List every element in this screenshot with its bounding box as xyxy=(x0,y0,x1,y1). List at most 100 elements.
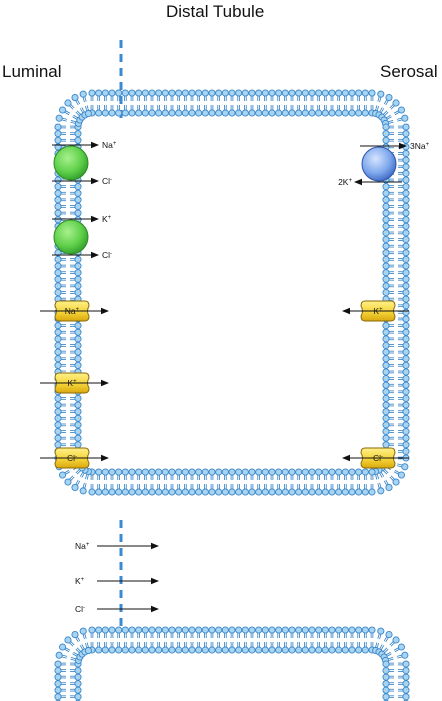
lipid-head xyxy=(188,626,196,634)
lipid-head xyxy=(402,673,410,681)
lipid-tail xyxy=(379,107,383,113)
lipid-tail xyxy=(61,119,67,122)
lipid-head xyxy=(208,468,216,476)
lipid-head xyxy=(335,109,343,117)
lipid-head xyxy=(382,249,390,257)
lipid-head xyxy=(348,89,356,97)
lipid-tail xyxy=(82,97,85,103)
lipid-head xyxy=(175,89,183,97)
na-k-pump xyxy=(361,146,397,182)
lipid-head xyxy=(74,209,82,217)
lipid-tail xyxy=(86,474,89,480)
lipid-head xyxy=(308,89,316,97)
lipid-head xyxy=(128,626,136,634)
lipid-head xyxy=(281,646,289,654)
lipid-head xyxy=(201,646,209,654)
lipid-head xyxy=(54,209,62,217)
lipid-head xyxy=(235,109,243,117)
lipid-head xyxy=(315,488,323,496)
lipid-head xyxy=(64,636,72,644)
lipid-head xyxy=(74,394,82,402)
lipid-tail xyxy=(380,108,385,113)
lipid-head xyxy=(74,408,82,416)
lipid-head xyxy=(248,109,256,117)
lipid-head xyxy=(248,89,256,97)
lipid-head xyxy=(235,626,243,634)
lipid-head xyxy=(321,646,329,654)
lipid-tail xyxy=(64,111,70,116)
lipid-head xyxy=(54,341,62,350)
lipid-tail xyxy=(386,653,392,657)
lipid-head xyxy=(255,646,263,654)
lipid-tail xyxy=(86,105,89,111)
lipid-tail xyxy=(70,104,75,109)
lipid-head xyxy=(382,368,390,376)
lipid-head xyxy=(54,666,62,675)
lipid-head xyxy=(288,89,296,97)
lipid-head xyxy=(382,202,390,210)
lipid-head xyxy=(241,468,249,476)
lipid-tail xyxy=(84,483,87,489)
lipid-tail xyxy=(70,120,76,123)
lipid-head xyxy=(54,255,62,263)
lipid-head xyxy=(74,282,82,290)
lipid-head xyxy=(402,427,410,436)
lipid-head xyxy=(74,288,82,297)
lipid-head xyxy=(382,262,390,270)
lipid-head xyxy=(54,216,62,224)
lipid-tail xyxy=(82,482,85,488)
lipid-head xyxy=(288,626,296,634)
lipid-head xyxy=(79,90,87,98)
lipid-head xyxy=(377,90,385,98)
lipid-head xyxy=(215,89,223,97)
lipid-head xyxy=(168,468,176,476)
lipid-head xyxy=(208,109,216,117)
lipid-head xyxy=(355,488,363,496)
lipid-head xyxy=(402,202,410,210)
lipid-head xyxy=(402,341,410,350)
lipid-head xyxy=(155,89,163,97)
lipid-tail xyxy=(383,480,388,486)
paracellular-ion-label: Cl- xyxy=(75,604,85,614)
lipid-head xyxy=(295,109,303,117)
lipid-tail xyxy=(76,99,81,105)
lipid-head xyxy=(341,626,349,634)
lipid-head xyxy=(288,109,296,117)
lipid-head xyxy=(135,626,143,634)
lipid-head xyxy=(275,626,283,634)
lipid-head xyxy=(101,646,109,654)
lipid-tail xyxy=(386,651,391,656)
lipid-head xyxy=(335,646,343,654)
lipid-tail xyxy=(76,647,81,652)
lipid-tail xyxy=(72,116,78,120)
lipid-tail xyxy=(82,634,85,640)
lipid-tail xyxy=(81,644,85,650)
lipid-tail xyxy=(396,654,402,657)
transport-arrows xyxy=(40,141,409,613)
lipid-head xyxy=(261,89,269,97)
lipid-head xyxy=(382,427,390,436)
lipid-tail xyxy=(75,469,80,474)
lipid-head xyxy=(402,308,410,316)
lipid-tail xyxy=(76,110,81,115)
lipid-head xyxy=(74,262,82,270)
lipid-head xyxy=(361,488,369,496)
lipid-head xyxy=(195,488,203,496)
lipid-head xyxy=(161,109,169,117)
lipid-head xyxy=(397,471,405,479)
lipid-tail xyxy=(69,475,74,480)
lipid-head xyxy=(155,626,163,634)
lipid-head xyxy=(402,686,410,694)
lipid-head xyxy=(175,626,183,634)
lipid-head xyxy=(402,295,410,303)
lipid-head xyxy=(328,646,336,654)
lipid-head xyxy=(355,646,363,654)
lipid-head xyxy=(382,288,390,297)
lipid-head xyxy=(195,89,203,97)
lipid-head xyxy=(95,468,103,476)
lipid-head xyxy=(201,468,209,476)
lipid-head xyxy=(55,651,63,659)
lipid-head xyxy=(241,626,249,634)
lipid-head xyxy=(108,626,116,634)
lipid-head xyxy=(402,355,410,363)
